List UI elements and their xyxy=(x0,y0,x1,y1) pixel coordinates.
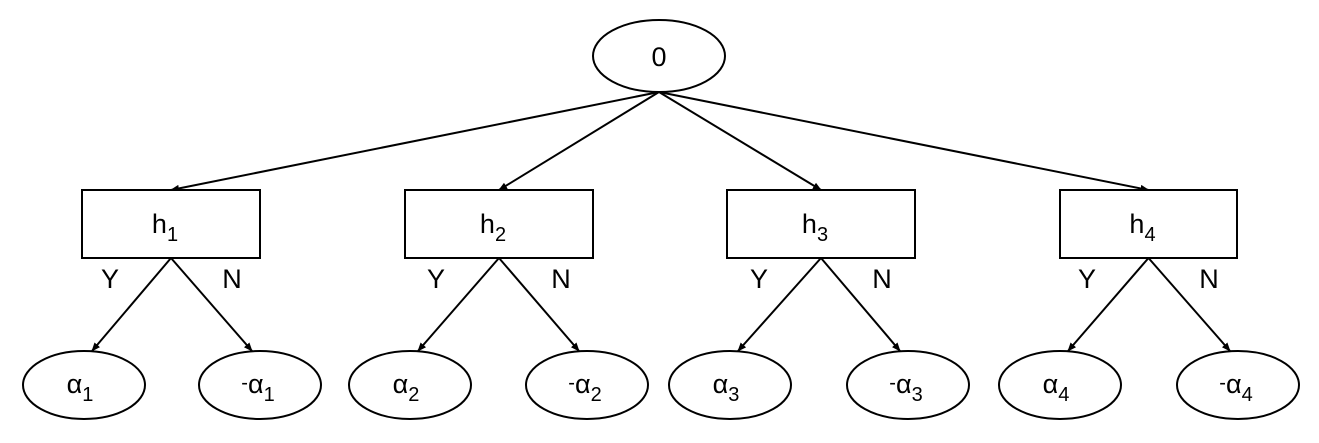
decision-label-h1: h1 xyxy=(152,209,178,246)
leaf-no-label-4: -α4 xyxy=(1219,369,1252,406)
leaf-yes-label-1-main: α xyxy=(67,369,83,399)
decision-box-h1 xyxy=(81,189,261,259)
leaf-yes-label-4-subscript: 4 xyxy=(1058,384,1069,406)
decision-label-h1-main: h xyxy=(152,209,167,239)
leaf-no-label-2-subscript: 2 xyxy=(591,384,602,406)
no-label-2: N xyxy=(551,264,571,294)
leaf-no-label-3: -α3 xyxy=(889,369,922,406)
leaf-yes-ellipse-4 xyxy=(998,350,1122,420)
decision-box-h3 xyxy=(726,189,916,259)
leaf-no-label-4-prefix: - xyxy=(1219,372,1226,394)
root-node: 0 xyxy=(592,19,726,93)
edge-yes-3 xyxy=(737,257,822,352)
leaf-yes-ellipse-3 xyxy=(668,350,792,420)
no-label-4: N xyxy=(1199,264,1219,294)
leaf-yes-label-2-main: α xyxy=(393,369,409,399)
edge-no-1 xyxy=(170,257,253,352)
decision-label-h4-main: h xyxy=(1129,209,1144,239)
no-label-1: N xyxy=(222,264,242,294)
leaf-no-label-1-main: α xyxy=(248,369,264,399)
edge-yes-2 xyxy=(417,257,500,352)
edge-root-to-h2 xyxy=(498,91,660,191)
leaf-yes-label-3-main: α xyxy=(713,369,729,399)
leaf-yes-label-3-subscript: 3 xyxy=(728,384,739,406)
leaf-no-ellipse-3 xyxy=(846,350,970,420)
leaf-no-label-3-prefix: - xyxy=(889,372,896,394)
leaf-no-ellipse-1 xyxy=(198,350,322,420)
yes-label-3: Y xyxy=(750,264,768,294)
edge-root-to-h4 xyxy=(658,91,1150,192)
edge-root-to-h3 xyxy=(658,91,822,191)
decision-label-h2-subscript: 2 xyxy=(495,224,506,246)
leaf-no-label-2: -α2 xyxy=(568,369,601,406)
edge-yes-1 xyxy=(91,257,172,352)
yes-label-1: Y xyxy=(101,264,119,294)
leaf-no-ellipse-2 xyxy=(525,350,649,420)
leaf-no-label-1-prefix: - xyxy=(241,372,248,394)
edge-no-4 xyxy=(1147,257,1231,352)
decision-label-h1-subscript: 1 xyxy=(167,224,178,246)
leaf-no-label-3-main: α xyxy=(896,369,912,399)
no-label-3: N xyxy=(872,264,892,294)
edge-no-2 xyxy=(498,257,580,352)
leaf-no-label-1-subscript: 1 xyxy=(264,384,275,406)
decision-label-h3: h3 xyxy=(802,209,828,246)
leaf-no-ellipse-4 xyxy=(1176,350,1300,420)
leaf-no-label-1: -α1 xyxy=(241,369,274,406)
edge-yes-4 xyxy=(1067,257,1150,352)
leaf-yes-label-2: α2 xyxy=(393,369,420,406)
leaf-yes-label-2-subscript: 2 xyxy=(408,384,419,406)
leaf-no-label-4-subscript: 4 xyxy=(1242,384,1253,406)
edge-no-3 xyxy=(820,257,901,352)
leaf-yes-ellipse-1 xyxy=(22,350,146,420)
decision-label-h2-main: h xyxy=(480,209,495,239)
leaf-yes-label-4: α4 xyxy=(1043,369,1070,406)
decision-label-h4: h4 xyxy=(1129,209,1155,246)
leaf-yes-label-3: α3 xyxy=(713,369,740,406)
leaf-no-label-3-subscript: 3 xyxy=(912,384,923,406)
leaf-yes-label-4-main: α xyxy=(1043,369,1059,399)
decision-label-h2: h2 xyxy=(480,209,506,246)
leaf-no-label-4-main: α xyxy=(1226,369,1242,399)
decision-box-h4 xyxy=(1059,189,1238,259)
leaf-no-label-2-main: α xyxy=(575,369,591,399)
leaf-yes-ellipse-2 xyxy=(348,350,472,420)
leaf-yes-label-1: α1 xyxy=(67,369,94,406)
edge-root-to-h1 xyxy=(170,91,660,192)
decision-label-h4-subscript: 4 xyxy=(1144,224,1155,246)
leaf-no-label-2-prefix: - xyxy=(568,372,575,394)
yes-label-4: Y xyxy=(1078,264,1096,294)
yes-label-2: Y xyxy=(427,264,445,294)
decision-label-h3-main: h xyxy=(802,209,817,239)
leaf-yes-label-1-subscript: 1 xyxy=(82,384,93,406)
decision-label-h3-subscript: 3 xyxy=(817,224,828,246)
root-label: 0 xyxy=(651,42,666,72)
